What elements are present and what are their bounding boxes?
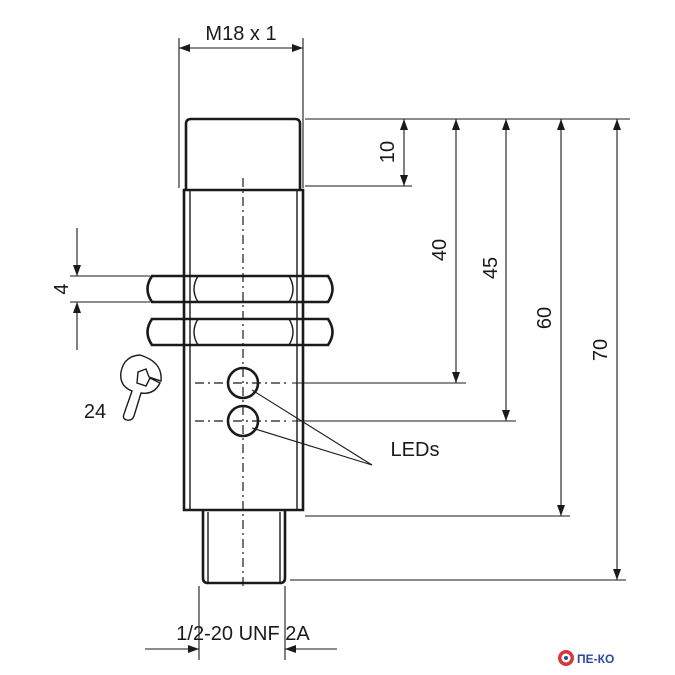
sensor-cap — [184, 117, 302, 190]
label-wrench-size: 24 — [84, 401, 106, 423]
brand-logo: ПЕ-КО — [558, 650, 614, 666]
upper-nut — [146, 274, 334, 304]
led-indicators — [195, 366, 373, 466]
dim-60 — [557, 119, 565, 516]
wrench-icon — [120, 354, 162, 421]
label-dim-40: 40 — [429, 239, 451, 261]
lower-nut — [146, 317, 334, 347]
label-dim-10: 10 — [377, 141, 399, 163]
dim-4 — [70, 228, 150, 350]
dim-thread-top — [178, 38, 304, 188]
dim-40 — [452, 119, 460, 383]
connector — [201, 510, 287, 585]
extension-lines — [290, 118, 630, 581]
label-thread-top: M18 x 1 — [205, 23, 276, 45]
dim-45 — [502, 119, 510, 421]
label-dim-60: 60 — [534, 307, 556, 329]
dim-70 — [613, 119, 621, 580]
label-dim-4: 4 — [51, 283, 73, 294]
label-dim-45: 45 — [480, 257, 502, 279]
label-dim-70: 70 — [590, 339, 612, 361]
label-thread-bottom: 1/2-20 UNF 2A — [176, 623, 310, 645]
dim-10 — [400, 119, 408, 186]
sensor-body — [182, 188, 305, 512]
label-leds: LEDs — [391, 439, 440, 461]
dim-thread-bottom — [145, 586, 337, 660]
logo-text: ПЕ-КО — [577, 652, 614, 666]
